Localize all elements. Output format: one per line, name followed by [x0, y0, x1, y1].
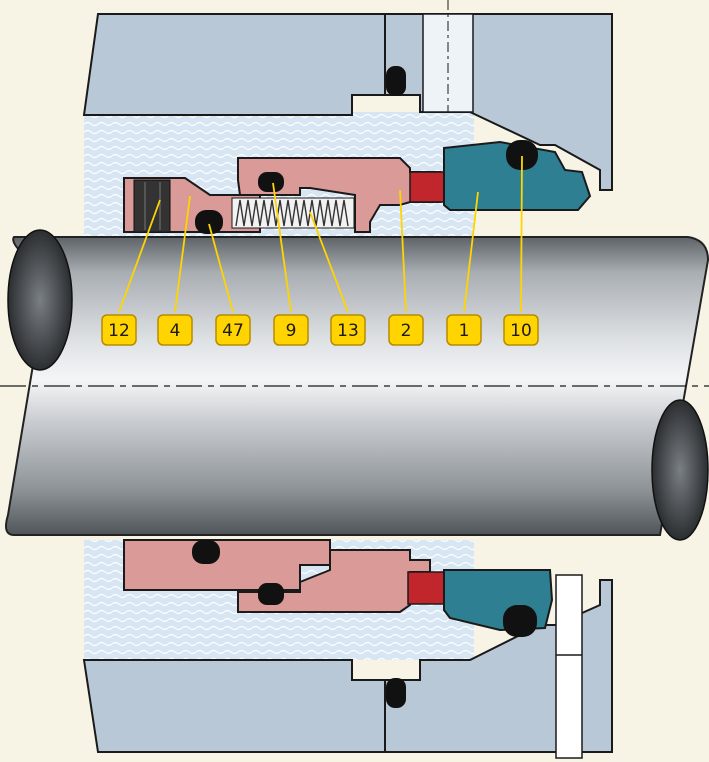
- callout-badge: [157, 314, 193, 346]
- face-insert-2-bottom: [407, 571, 445, 605]
- callout-badge: [273, 314, 309, 346]
- housing-bottom-left: [82, 659, 386, 753]
- callout-9: 9: [273, 314, 309, 346]
- callout-number: 9: [286, 321, 297, 341]
- shaft: [5, 229, 709, 541]
- face-insert-2: [409, 171, 445, 203]
- callout-labels: 12 4 47 9 13 2 1 10: [101, 314, 539, 346]
- callout-number: 2: [401, 321, 412, 341]
- callout-47: 47: [215, 314, 251, 346]
- callout-number: 1: [459, 321, 470, 341]
- o-ring-47-bottom: [192, 540, 220, 564]
- callout-2: 2: [388, 314, 424, 346]
- callout-badge: [215, 314, 251, 346]
- callout-12: 12: [101, 314, 137, 346]
- callout-badge: [388, 314, 424, 346]
- callout-badge: [446, 314, 482, 346]
- callout-1: 1: [446, 314, 482, 346]
- o-ring-10-bottom: [503, 605, 537, 637]
- o-ring-10: [506, 140, 538, 170]
- callout-13: 13: [330, 314, 366, 346]
- o-ring-9-bottom: [258, 583, 284, 605]
- set-collar-bottom: [123, 539, 331, 591]
- callout-badge: [101, 314, 137, 346]
- housing-o-ring-top: [386, 66, 406, 96]
- callout-number: 47: [222, 321, 244, 341]
- o-ring-47: [195, 210, 223, 234]
- leader-lines: [118, 155, 523, 313]
- callout-10: 10: [503, 314, 539, 346]
- housing-top-left: [82, 13, 386, 116]
- housing-o-ring-bottom: [386, 678, 406, 708]
- callout-number: 12: [108, 321, 130, 341]
- callout-badge: [330, 314, 366, 346]
- anti-rotation-pin: [555, 574, 583, 759]
- spring-13: [231, 197, 355, 229]
- callout-badge: [503, 314, 539, 346]
- callout-number: 4: [170, 321, 181, 341]
- callout-number: 10: [510, 321, 532, 341]
- callout-number: 13: [337, 321, 359, 341]
- o-ring-9: [258, 172, 284, 192]
- rotating-face-holder-bottom: [237, 549, 431, 613]
- callout-4: 4: [157, 314, 193, 346]
